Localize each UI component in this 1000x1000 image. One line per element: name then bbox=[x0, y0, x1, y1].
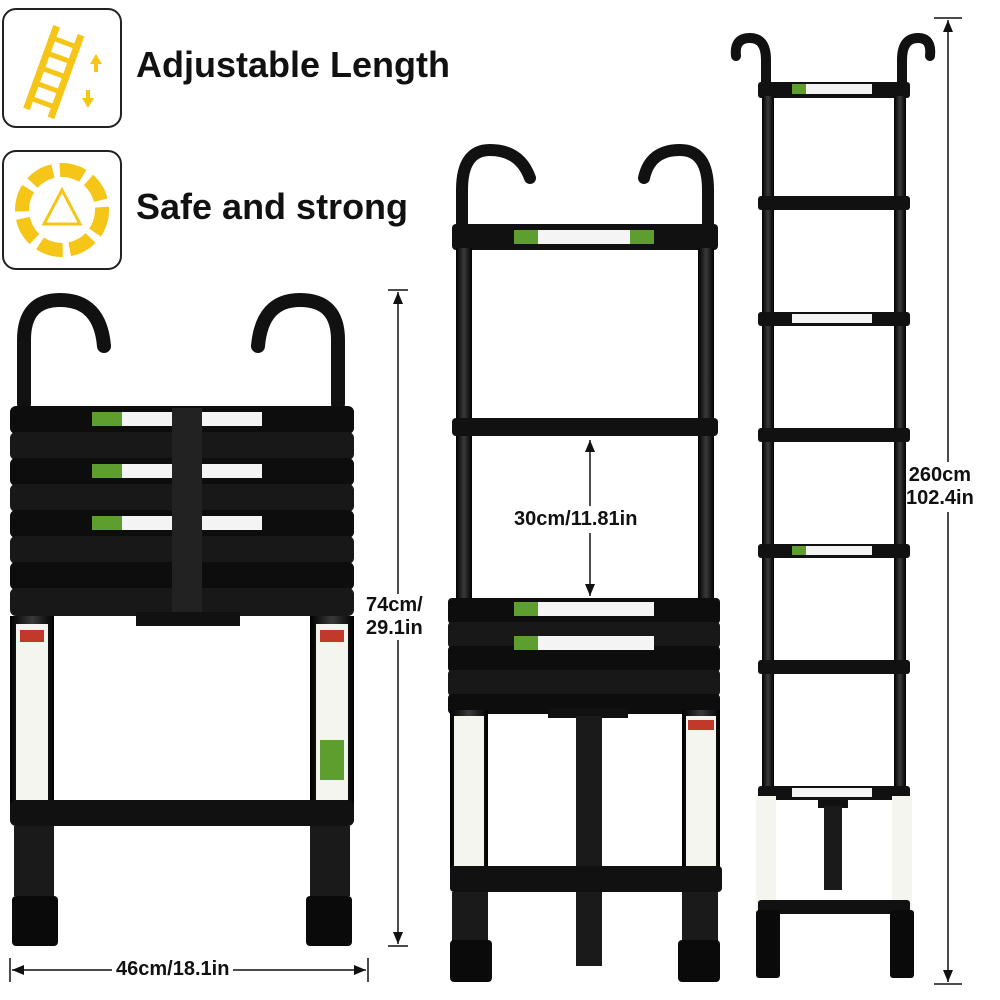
extended-height-in: 102.4in bbox=[906, 487, 974, 509]
feature-box-adjustable bbox=[2, 8, 122, 128]
collapsed-ladder bbox=[10, 292, 354, 946]
extended-ladder bbox=[730, 32, 936, 978]
feature-box-safe bbox=[2, 150, 122, 270]
extended-height-cm: 260cm bbox=[908, 464, 972, 486]
partial-ladder bbox=[448, 143, 722, 982]
extended-height-label: 260cm 102.4in bbox=[906, 462, 974, 512]
feature-label-safe: Safe and strong bbox=[136, 186, 409, 227]
collapsed-height-cm: 74cm/ bbox=[366, 594, 423, 616]
ladder-arrows-icon bbox=[23, 25, 102, 120]
feature-label-adjustable: Adjustable Length bbox=[136, 44, 450, 85]
collapsed-height-in: 29.1in bbox=[366, 617, 423, 639]
shield-triangle-icon bbox=[15, 163, 109, 257]
width-label: 46cm/18.1in bbox=[112, 958, 234, 981]
step-spacing-label: 30cm/11.81in bbox=[512, 506, 640, 533]
collapsed-height-label: 74cm/ 29.1in bbox=[366, 594, 423, 640]
